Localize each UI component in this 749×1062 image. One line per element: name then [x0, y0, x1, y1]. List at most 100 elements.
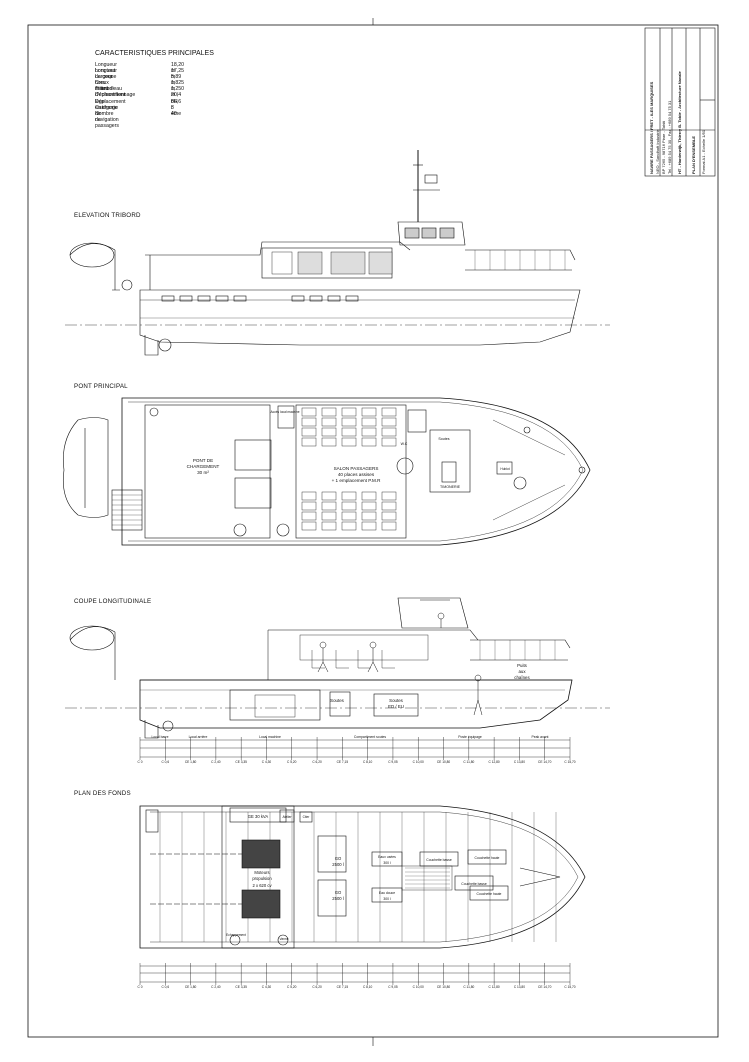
label-atelier: Atelier: [282, 815, 292, 819]
propeller: [158, 338, 172, 352]
seat: [381, 407, 397, 417]
eau-usees: [371, 851, 403, 867]
spec-label: Largeur hors membre: [95, 74, 115, 93]
seat: [301, 521, 317, 531]
label-go2b: 2500 l: [332, 896, 343, 901]
spec-label: Déplacement lège: [95, 92, 126, 105]
label-soute2: ED / EU: [388, 704, 404, 709]
frame-label: C 0: [138, 985, 143, 989]
seat: [301, 407, 317, 417]
frame-label: C 13,80: [514, 985, 525, 989]
label-eau2b: 300 l: [383, 897, 391, 901]
title-block-frame: [644, 27, 716, 177]
salon-passagers: [295, 404, 407, 539]
hull-outline: [139, 289, 581, 346]
seat: [381, 417, 397, 427]
seat: [301, 417, 317, 427]
spec-label: Longueur de coque: [95, 68, 117, 81]
seat: [361, 491, 377, 501]
frame-label: C 2,40: [211, 985, 221, 989]
engine-room: [229, 689, 321, 721]
seats: [301, 407, 397, 531]
frame-label: CE 14,70: [538, 985, 552, 989]
frame-label: CE 7,15: [337, 760, 349, 764]
label-couchette3: Couchette haute: [475, 856, 500, 860]
hatch-1: [234, 439, 272, 471]
frame-label: CE 7,15: [337, 985, 349, 989]
seat: [301, 511, 317, 521]
seat: [341, 501, 357, 511]
label-moteurs3: 2 x 620 cv: [252, 883, 272, 888]
label-eau2: Eau douce: [379, 891, 395, 895]
pont-labels: PONT DE CHARGEMENT 30 m² SALON PASSAGERS…: [187, 410, 510, 489]
seat: [321, 407, 337, 417]
frame-label: C 13,80: [514, 760, 525, 764]
stern-crane: [69, 243, 116, 256]
seat: [301, 427, 317, 437]
seat: [321, 501, 337, 511]
cabin-windows: [271, 251, 393, 275]
zone-label: Local machine: [259, 735, 281, 739]
hatched-area: [401, 865, 453, 891]
zone-label: Local arrière: [189, 735, 208, 739]
frame-label: CE 14,70: [538, 760, 552, 764]
wheelhouse-section: [397, 597, 469, 629]
label-ge: GE 30 kVA: [248, 814, 269, 819]
frame-label: C 12,80: [489, 985, 500, 989]
spec-label: Nombre de passagers: [95, 110, 119, 129]
pont-chargement: [144, 404, 271, 539]
seat: [321, 511, 337, 521]
frame-label: C 10,00: [413, 985, 424, 989]
label-go2: GO: [335, 890, 342, 895]
seat: [341, 511, 357, 521]
spec-label: Creux milieu: [95, 80, 109, 93]
frame-label: C 5,20: [287, 985, 297, 989]
side-box: [145, 809, 159, 833]
label-couchette4: Couchette haute: [477, 892, 502, 896]
zone-label: Peak avant: [532, 735, 549, 739]
seat: [381, 501, 397, 511]
seat: [341, 407, 357, 417]
spec-label: Tirant d'eau d'échantillonnage: [95, 86, 136, 99]
label-moteurs2: propulsion: [252, 876, 272, 881]
elevation-view: [65, 150, 610, 356]
timonerie: [429, 429, 471, 493]
wheelhouse: [397, 221, 466, 246]
frame-label: C 6,20: [312, 985, 322, 989]
label-echappe: Echappement: [226, 933, 246, 937]
label-citer: Citer: [303, 815, 311, 819]
spec-label: Déplacement en charge: [95, 98, 126, 111]
zone-label: Local barre: [152, 735, 169, 739]
frame-label: C 8,10: [363, 985, 373, 989]
label-couchette2: Couchette basse: [461, 882, 487, 886]
dinghy: [69, 242, 115, 268]
dinghy-coupe: [69, 625, 115, 651]
frame-label: CE 3,35: [235, 760, 247, 764]
frame-label: C 2,40: [211, 760, 221, 764]
frame-label: C 12,80: [489, 760, 500, 764]
seat: [341, 491, 357, 501]
seat: [381, 511, 397, 521]
hull-section: [139, 679, 573, 729]
seat: [381, 491, 397, 501]
frame-label: C 8,10: [363, 760, 373, 764]
seat: [361, 427, 377, 437]
seat: [321, 521, 337, 531]
eau-douce: [371, 887, 403, 903]
caption-coupe: COUPE LONGITUDINALE: [74, 598, 152, 605]
label-soute3: Soutes: [330, 698, 344, 703]
frame-label: C 0,6: [161, 760, 169, 764]
go-tank-2: [317, 879, 347, 917]
frame-label: CE 1,80: [185, 985, 197, 989]
engine-2: [241, 889, 281, 919]
label-salon: SALON PASSAGERS: [334, 466, 379, 471]
spec-value: 36,6 t: [171, 98, 182, 111]
seat: [341, 437, 357, 447]
roof-aft: [145, 241, 411, 256]
spec-label: Longueur hors tout: [95, 62, 117, 75]
zone-label: Poste équipage: [458, 735, 482, 739]
wc-circle: [396, 457, 414, 475]
caption-pont: PONT PRINCIPAL: [74, 383, 128, 390]
frame-label: CE 10,80: [437, 760, 451, 764]
